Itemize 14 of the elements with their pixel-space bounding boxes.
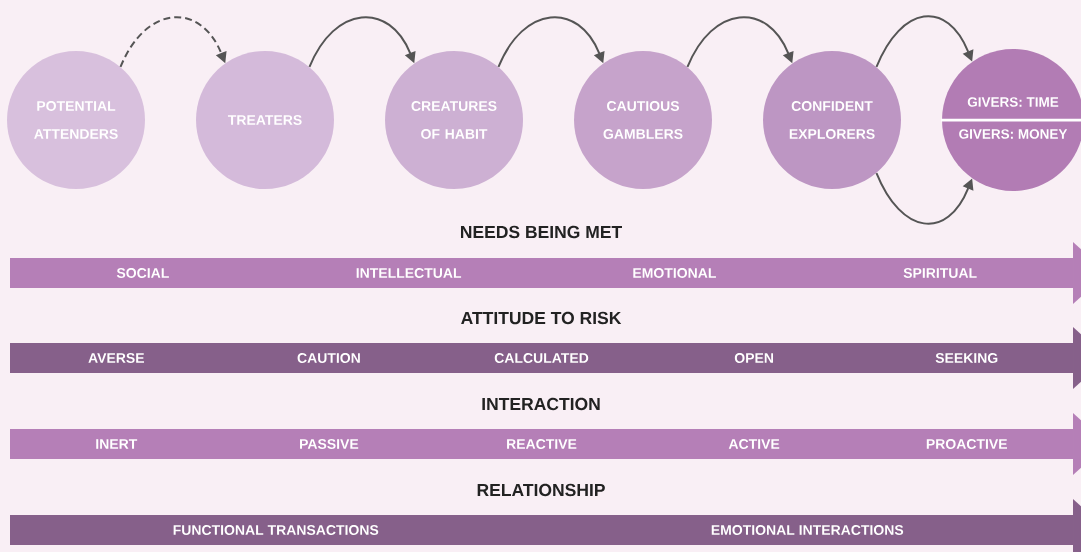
band-heading: ATTITUDE TO RISK — [461, 311, 622, 325]
arrow — [686, 16, 794, 68]
arrow — [119, 16, 227, 68]
band-heading: INTERACTION — [482, 397, 600, 411]
arrow-band: AVERSE CAUTION CALCULATED OPEN SEEKING — [10, 327, 1081, 389]
arrow-band: SOCIAL INTELLECTUAL EMOTIONAL SPIRITUAL — [10, 242, 1081, 304]
arrow — [875, 172, 974, 225]
band-heading: NEEDS BEING MET — [461, 225, 622, 239]
band-heading: RELATIONSHIP — [477, 483, 605, 497]
arrow — [308, 16, 416, 68]
arrow — [875, 15, 974, 68]
arrow — [497, 16, 605, 68]
arrow-band: FUNCTIONAL TRANSACTIONS EMOTIONAL INTERACTIONS — [10, 499, 1081, 552]
arrow-band: INERT PASSIVE REACTIVE ACTIVE PROACTIVE — [10, 413, 1081, 475]
